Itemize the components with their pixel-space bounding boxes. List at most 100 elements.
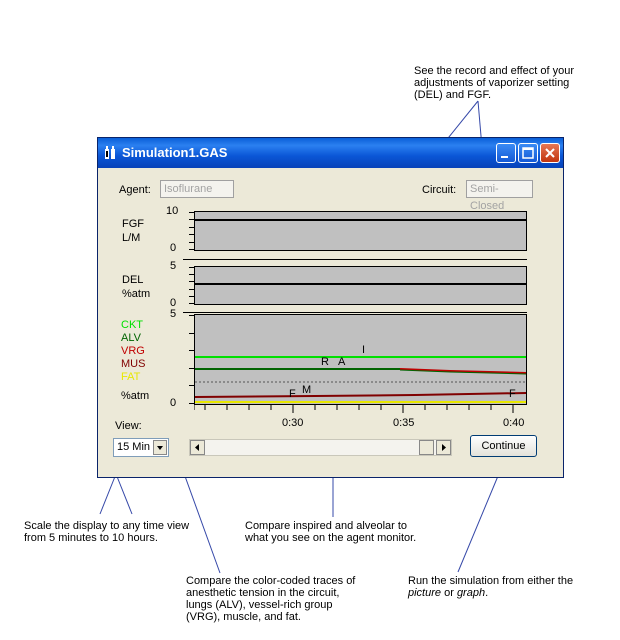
annotation-line: Scale the display to any time view (24, 520, 190, 532)
annotation-text: or (441, 587, 457, 599)
window-client: Agent: Isoflurane Circuit: Semi-Closed F… (101, 168, 560, 474)
chevron-down-icon (157, 446, 163, 450)
time-view-select[interactable]: 15 Min (113, 438, 169, 457)
fgf-axis-max: 10 (166, 205, 179, 217)
circuit-field: Semi-Closed (466, 180, 533, 212)
time-axis-ticks (194, 404, 514, 413)
annotation-line: See the record and effect of your (414, 65, 575, 77)
axis-tick (189, 234, 194, 235)
annotation-vaporizer: See the record and effect of your adjust… (414, 65, 574, 101)
close-icon (545, 148, 555, 158)
window-title: Simulation1.GAS (122, 145, 228, 160)
axis-tick (189, 333, 194, 334)
fgf-axis-min: 0 (170, 242, 177, 254)
annotation-line: Compare the color-coded traces of (186, 575, 356, 587)
time-tick-label: 0:35 (393, 417, 415, 429)
panel-separator (183, 312, 527, 313)
fgf-unit: L/M (122, 232, 141, 244)
legend-alv: ALV (121, 332, 141, 344)
alv-trace-2 (399, 369, 526, 375)
marker-r: R (321, 356, 329, 368)
time-view-value: 15 Min (117, 441, 151, 453)
axis-tick (189, 289, 194, 290)
annotation-line: adjustments of vaporizer setting (414, 77, 570, 89)
time-tick-label: 0:40 (503, 417, 525, 429)
scroll-thumb[interactable] (419, 440, 434, 455)
circuit-label: Circuit: (422, 184, 457, 196)
triangle-left-icon (195, 444, 199, 451)
annotation-line: picture or graph. (408, 587, 573, 599)
axis-tick (189, 267, 194, 268)
annotation-line: lungs (ALV), vessel-rich group (186, 599, 333, 611)
agent-label: Agent: (119, 184, 151, 196)
marker-f: F (289, 388, 296, 400)
annotation-italic: picture (408, 587, 442, 599)
trace-lines (195, 356, 526, 403)
axis-tick (189, 274, 194, 275)
fgf-plot (194, 211, 527, 251)
scroll-right-button[interactable] (436, 440, 451, 455)
axis-tick (189, 350, 194, 351)
annotation-line: Compare inspired and alveolar to (245, 520, 408, 532)
del-trace (195, 283, 526, 285)
axis-tick (189, 212, 194, 213)
annotation-italic: graph (456, 587, 486, 599)
panel-separator (183, 259, 527, 260)
del-axis-max: 5 (170, 260, 177, 272)
marker-m: M (302, 384, 312, 396)
fgf-label: FGF (122, 218, 144, 230)
axis-tick (189, 296, 194, 297)
annotation-line: anesthetic tension in the circuit, (186, 587, 340, 599)
time-tick-label: 0:30 (282, 417, 304, 429)
axis-tick (189, 303, 194, 304)
maximize-button[interactable] (518, 143, 538, 163)
minimize-button[interactable] (496, 143, 516, 163)
annotation-line: what you see on the agent monitor. (245, 532, 417, 544)
annotation-traces: Compare the color-coded traces of anesth… (186, 575, 355, 623)
gas-cylinder-icon (105, 146, 115, 159)
dropdown-arrow[interactable] (153, 440, 167, 455)
close-button[interactable] (540, 143, 560, 163)
time-scrollbar[interactable] (189, 439, 452, 456)
annotation-line: (VRG), muscle, and fat. (186, 611, 301, 623)
axis-tick (189, 281, 194, 282)
vrg-trace (399, 368, 526, 374)
trace-axis-min: 0 (170, 397, 177, 409)
del-axis-min: 0 (170, 297, 177, 309)
maximize-icon (522, 147, 534, 159)
axis-tick (189, 219, 194, 220)
axis-tick (189, 385, 194, 386)
scroll-left-button[interactable] (190, 440, 205, 455)
axis-tick (189, 403, 194, 404)
marker-a: A (338, 356, 346, 368)
annotation-run: Run the simulation from either the pictu… (408, 575, 573, 599)
continue-button[interactable]: Continue (470, 435, 537, 457)
minimize-icon (501, 156, 508, 158)
legend-vrg: VRG (121, 345, 145, 357)
legend-ckt: CKT (121, 319, 143, 331)
annotation-text: . (485, 587, 489, 599)
legend-mus: MUS (121, 358, 146, 370)
simulation-window: Simulation1.GAS Agent: Isoflurane Circui… (97, 137, 564, 478)
fgf-trace (195, 219, 526, 221)
del-plot (194, 266, 527, 305)
view-label: View: (115, 420, 142, 432)
trace-plot: I R A M F F (194, 314, 527, 405)
axis-tick (189, 227, 194, 228)
marker-f: F (509, 388, 516, 400)
del-unit: %atm (122, 288, 151, 300)
title-bar[interactable]: Simulation1.GAS (98, 138, 563, 168)
trace-unit: %atm (121, 390, 150, 402)
annotation-line: Run the simulation from either the (408, 575, 574, 587)
triangle-right-icon (442, 444, 446, 451)
mus-trace (195, 392, 526, 398)
legend-fat: FAT (121, 371, 141, 383)
trace-legend: CKT ALV VRG MUS FAT %atm (121, 319, 149, 403)
annotation-time-view: Scale the display to any time view from … (24, 520, 189, 544)
del-label: DEL (122, 274, 144, 286)
axis-tick (189, 242, 194, 243)
trace-axis-max: 5 (170, 308, 177, 320)
marker-i: I (362, 344, 366, 356)
axis-tick (189, 315, 194, 316)
annotation-line: from 5 minutes to 10 hours. (24, 532, 158, 544)
